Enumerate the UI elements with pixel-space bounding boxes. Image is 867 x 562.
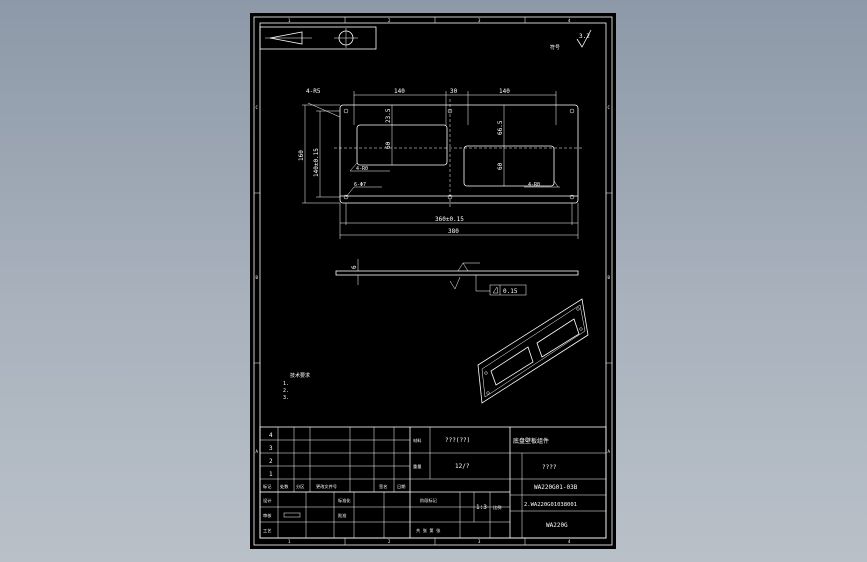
material-label: 材料 [413, 437, 422, 444]
sheet-count-label: 共 张 第 张 [416, 527, 441, 534]
dim-radius-left: 4-R0 [356, 166, 368, 172]
zone-letter-right: B [608, 275, 611, 280]
zone-letter-right: A [608, 449, 611, 454]
zone-ticks [254, 17, 612, 545]
zone-letter-left: C [256, 105, 259, 110]
revision-row-number: 4 [269, 432, 273, 439]
zone-number-bottom: 3 [478, 539, 481, 544]
svg-text:3.: 3. [283, 395, 289, 401]
plate-side-view: 6 0.15 [335, 259, 579, 296]
company-name: ???? [542, 464, 557, 471]
part-number: WA220G01-03B [534, 484, 578, 491]
dim-flatness: 0.15 [503, 288, 518, 295]
dim-thickness: 6 [351, 265, 358, 269]
dim-radius-right: 4-R0 [528, 182, 540, 188]
dim-holes: 6-Φ7 [354, 182, 366, 188]
drawing-sheet: 1 2 3 4 1 2 3 4 C B A C B A 3.2 [250, 13, 616, 549]
header-col-label: 处数 [280, 483, 289, 490]
svg-text:3.2: 3.2 [579, 33, 590, 40]
header-col-label: 分区 [296, 483, 304, 490]
header-col-label: 签名 [379, 483, 387, 490]
zone-letter-left: A [256, 449, 259, 454]
weight-value: 12/? [455, 463, 470, 470]
revision-row-number: 3 [269, 445, 273, 452]
dim-140-tol: 140±0.15 [313, 148, 320, 177]
zone-number-top: 3 [478, 18, 481, 23]
sign-row-label: 工艺 [263, 528, 271, 533]
svg-text:符号: 符号 [550, 44, 560, 51]
scale-value: 1:3 [476, 504, 487, 511]
zone-number-top: 4 [568, 18, 571, 23]
header-col-label: 更改文件号 [316, 483, 337, 490]
plate-top-view [334, 99, 584, 209]
zone-number-top: 2 [388, 18, 391, 23]
svg-text:技术要求: 技术要求 [290, 372, 310, 379]
sign-row-label: 审核 [263, 512, 272, 519]
projection-symbol [259, 26, 377, 50]
dim-66-5: 66.5 [497, 120, 504, 135]
header-col-label: 日期 [397, 484, 405, 490]
zone-number-bottom: 1 [288, 539, 291, 544]
plate-isometric-view [477, 298, 589, 404]
sign-row-label: 设计 [263, 497, 271, 504]
scale-label: 比例 [493, 504, 501, 511]
dim-140-right: 140 [499, 88, 510, 95]
surface-finish-symbol: 3.2 符号 [550, 29, 592, 51]
dim-140-left: 140 [394, 88, 405, 95]
sign-col-label: 批准 [338, 512, 346, 519]
svg-text:1.: 1. [283, 381, 289, 387]
zone-letter-left: B [256, 275, 259, 280]
dim-60-left: 60 [385, 141, 392, 149]
dim-360-tol: 360±0.15 [435, 216, 464, 223]
dimension-lines [302, 91, 579, 239]
outer-border [253, 16, 613, 546]
material-value: ???(??) [445, 437, 470, 444]
zone-number-top: 1 [288, 18, 291, 23]
title-block [259, 426, 607, 539]
zone-letter-right: C [608, 105, 611, 110]
dim-60-right: 60 [497, 162, 504, 170]
zone-number-bottom: 2 [388, 539, 391, 544]
dim-23-5: 23.5 [385, 108, 392, 123]
header-col-label: 标记 [263, 483, 272, 490]
revision-row-number: 2 [269, 458, 273, 465]
dim-hole-callout: 4-R5 [306, 88, 321, 95]
drawing-title: 底盘壁板组件 [513, 437, 549, 445]
technical-notes: 技术要求 1. 2. 3. [283, 372, 310, 401]
dim-30: 30 [450, 88, 458, 95]
sub-part-number: 2.WA220G01038001 [524, 502, 577, 508]
dim-380: 380 [448, 228, 459, 235]
zone-number-bottom: 4 [568, 539, 571, 544]
stage-label: 阶段标记 [420, 497, 438, 504]
svg-text:2.: 2. [283, 388, 289, 394]
sign-col-label: 标准化 [338, 497, 351, 504]
dim-160: 160 [298, 150, 305, 161]
revision-row-number: 1 [269, 471, 273, 478]
weight-label: 重量 [413, 463, 421, 470]
model-number: WA220G [546, 522, 568, 529]
